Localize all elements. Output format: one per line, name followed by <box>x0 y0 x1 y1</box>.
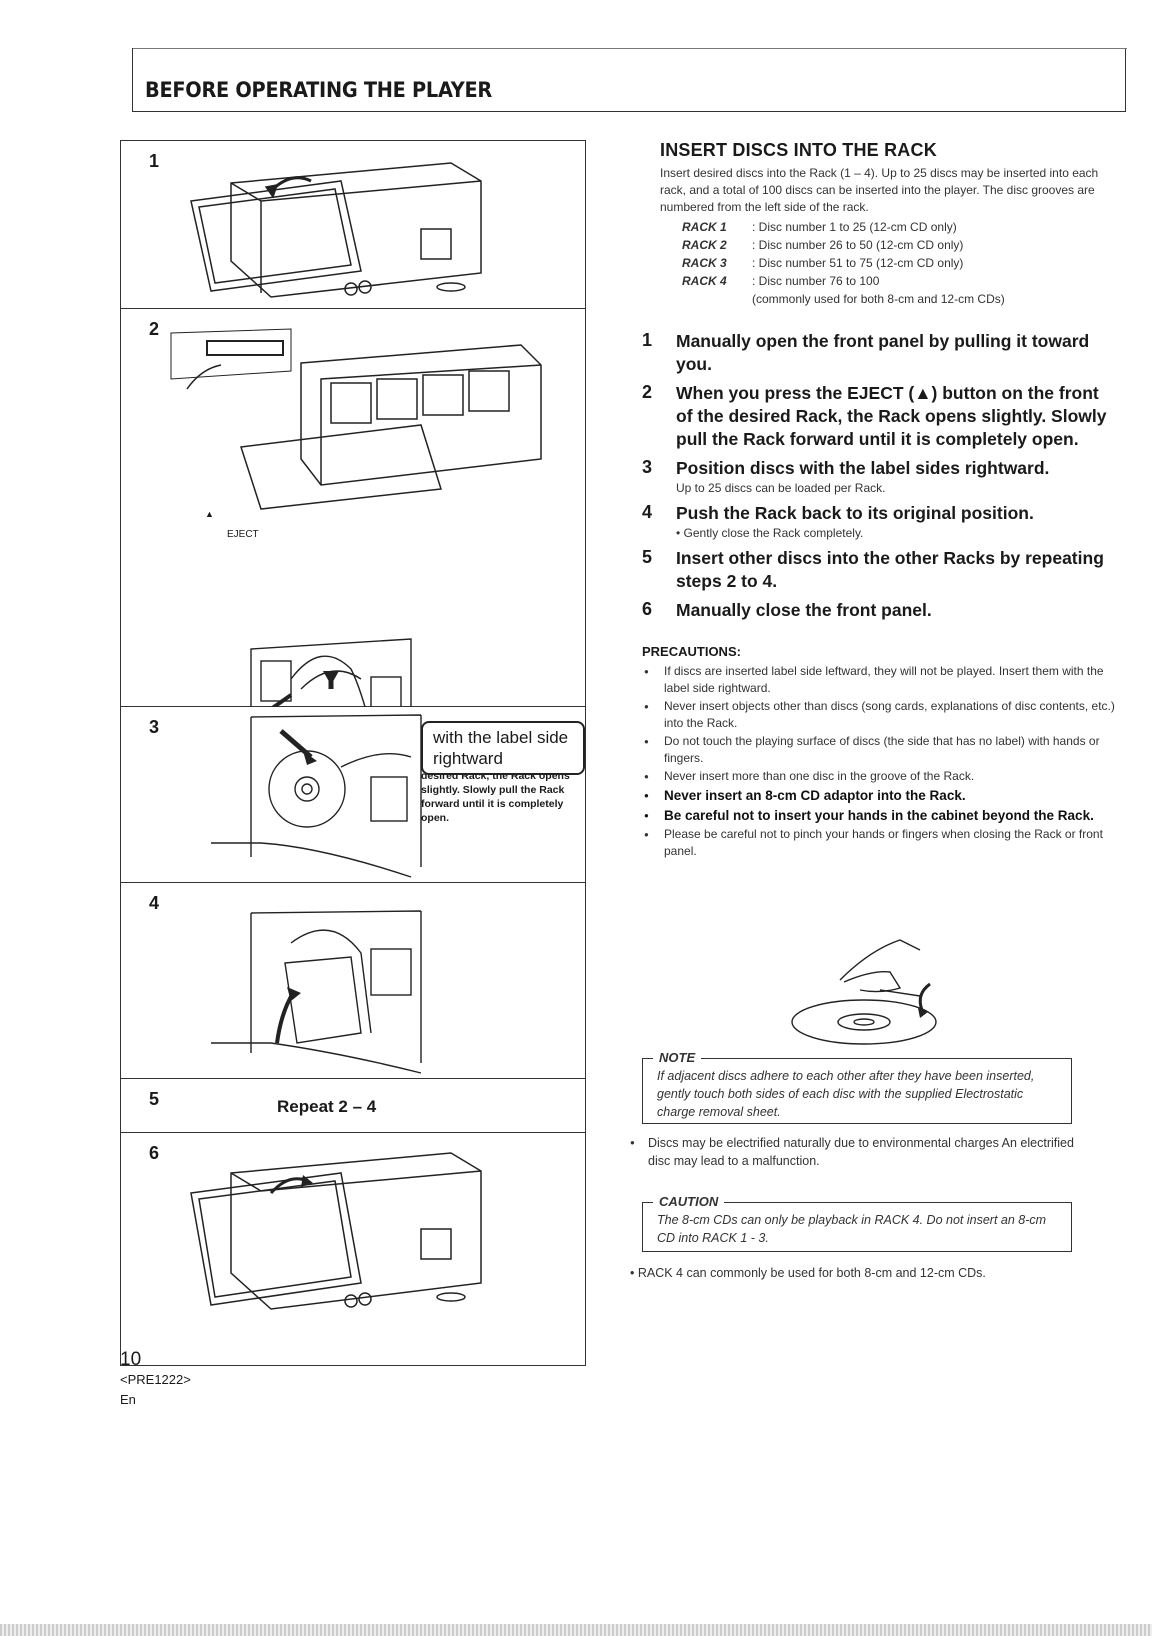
precaution-item: Never insert objects other than discs (s… <box>642 698 1120 732</box>
eject-arrow-icon: ▲ <box>205 509 214 519</box>
note-text: If adjacent discs adhere to each other a… <box>657 1069 1035 1119</box>
electrified-text: Discs may be electrified naturally due t… <box>648 1136 1074 1168</box>
instruction-subtext: Up to 25 discs can be loaded per Rack. <box>676 481 886 495</box>
note-label: NOTE <box>653 1049 702 1067</box>
document-code: <PRE1222> <box>120 1372 191 1387</box>
player-close-panel-illustration <box>190 1152 482 1310</box>
step-number: 4 <box>149 893 160 913</box>
bullet-icon: ● <box>630 1138 635 1147</box>
page-header: BEFORE OPERATING THE PLAYER <box>132 48 1127 112</box>
step-instructions: 1 Manually open the front panel by pullin… <box>642 330 1120 622</box>
instruction-text: Manually close the front panel. <box>676 600 932 620</box>
instruction-text: When you press the EJECT (▲) button on t… <box>676 383 1107 449</box>
section-heading: INSERT DISCS INTO THE RACK <box>660 140 937 160</box>
rack-row: RACK 2 : Disc number 26 to 50 (12-cm CD o… <box>682 236 1120 254</box>
precaution-item: Never insert an 8-cm CD adaptor into the… <box>642 786 1120 805</box>
step-5-panel: 5 Repeat 2 – 4 <box>121 1079 585 1133</box>
caution-text: The 8-cm CDs can only be playback in RAC… <box>657 1213 1047 1245</box>
scan-edge-strip <box>0 1624 1152 1636</box>
instruction-text: Position discs with the label sides righ… <box>676 458 1050 478</box>
player-open-panel-illustration <box>190 162 482 298</box>
language-code: En <box>120 1392 136 1407</box>
caution-box: CAUTION The 8-cm CDs can only be playbac… <box>642 1193 1072 1252</box>
page-title: BEFORE OPERATING THE PLAYER <box>145 78 493 102</box>
steps-panel: 1 2 <box>120 140 586 1366</box>
instructions-column: INSERT DISCS INTO THE RACK Insert desire… <box>642 140 1120 861</box>
header-rule <box>133 48 1127 49</box>
disc-handling-illustration <box>791 939 937 1045</box>
step-number: 3 <box>149 717 160 737</box>
instruction-text: Push the Rack back to its original posit… <box>676 503 1034 523</box>
rack-row: RACK 4 : Disc number 76 to 100 <box>682 272 1120 290</box>
rack-push-illustration <box>211 910 422 1074</box>
rack-name: RACK 1 <box>682 220 727 234</box>
instruction-number: 1 <box>642 330 653 350</box>
rack-name: RACK 3 <box>682 256 727 270</box>
rack-desc: : Disc number 76 to 100 <box>752 274 880 288</box>
step-number: 2 <box>149 319 160 339</box>
instruction-text: Insert other discs into the other Racks … <box>676 548 1104 591</box>
rack-name: RACK 4 <box>682 274 727 288</box>
instruction-number: 2 <box>642 382 653 402</box>
rack-desc: : Disc number 26 to 50 (12-cm CD only) <box>752 238 964 252</box>
step-2-panel: 2 ▲ EJECT <box>121 309 585 824</box>
instruction-subtext: • Gently close the Rack completely. <box>676 526 864 540</box>
step-number: 1 <box>149 151 160 171</box>
precaution-item: Please be careful not to pinch your hand… <box>642 826 1120 860</box>
rack-desc: : Disc number 51 to 75 (12-cm CD only) <box>752 256 964 270</box>
rack-name: RACK 2 <box>682 238 727 252</box>
precaution-item: Be careful not to insert your hands in t… <box>642 806 1120 825</box>
step-3-panel: 3 with the label side rightward <box>121 707 585 883</box>
precautions-heading: PRECAUTIONS: <box>642 644 741 659</box>
instruction-number: 5 <box>642 547 653 567</box>
instruction-item: 4 Push the Rack back to its original posi… <box>642 502 1120 541</box>
precautions-list: If discs are inserted label side leftwar… <box>642 663 1120 860</box>
rack-list: RACK 1 : Disc number 1 to 25 (12-cm CD on… <box>682 218 1120 308</box>
instruction-item: 6 Manually close the front panel. <box>642 599 1120 622</box>
step-4-panel: 4 <box>121 883 585 1079</box>
instruction-number: 4 <box>642 502 653 522</box>
instruction-item: 3 Position discs with the label sides rig… <box>642 457 1120 496</box>
instruction-item: 5 Insert other discs into the other Racks… <box>642 547 1120 593</box>
rack-eject-illustration <box>170 328 542 707</box>
instruction-number: 3 <box>642 457 653 477</box>
electrified-note: ● Discs may be electrified naturally due… <box>628 1134 1074 1170</box>
step-number: 6 <box>149 1143 160 1163</box>
disc-insert-illustration <box>211 714 422 878</box>
rack-4-note: • RACK 4 can commonly be used for both 8… <box>630 1266 986 1280</box>
label-side-callout: with the label side rightward <box>421 721 585 775</box>
precaution-item: Do not touch the playing surface of disc… <box>642 733 1120 767</box>
page-footer: 10 <PRE1222> En <box>120 1350 191 1410</box>
step-1-panel: 1 <box>121 141 585 309</box>
note-box: NOTE If adjacent discs adhere to each ot… <box>642 1049 1072 1124</box>
page-number: 10 <box>120 1349 142 1370</box>
instruction-text: Manually open the front panel by pulling… <box>676 331 1090 374</box>
instruction-number: 6 <box>642 599 653 619</box>
rack-desc: : Disc number 1 to 25 (12-cm CD only) <box>752 220 957 234</box>
instruction-item: 1 Manually open the front panel by pullin… <box>642 330 1120 376</box>
step-6-panel: 6 <box>121 1133 585 1365</box>
repeat-steps-text: Repeat 2 – 4 <box>277 1097 377 1116</box>
precaution-item: Never insert more than one disc in the g… <box>642 768 1120 785</box>
caution-label: CAUTION <box>653 1193 725 1211</box>
rack-row: RACK 1 : Disc number 1 to 25 (12-cm CD on… <box>682 218 1120 236</box>
eject-label: EJECT <box>227 529 259 540</box>
instruction-item: 2 When you press the EJECT (▲) button on … <box>642 382 1120 451</box>
rack-row: RACK 3 : Disc number 51 to 75 (12-cm CD o… <box>682 254 1120 272</box>
precaution-item: If discs are inserted label side leftwar… <box>642 663 1120 697</box>
rack-4-sub: (commonly used for both 8-cm and 12-cm C… <box>752 292 1005 306</box>
intro-paragraph: Insert desired discs into the Rack (1 – … <box>660 166 1099 214</box>
step-number: 5 <box>149 1089 160 1109</box>
